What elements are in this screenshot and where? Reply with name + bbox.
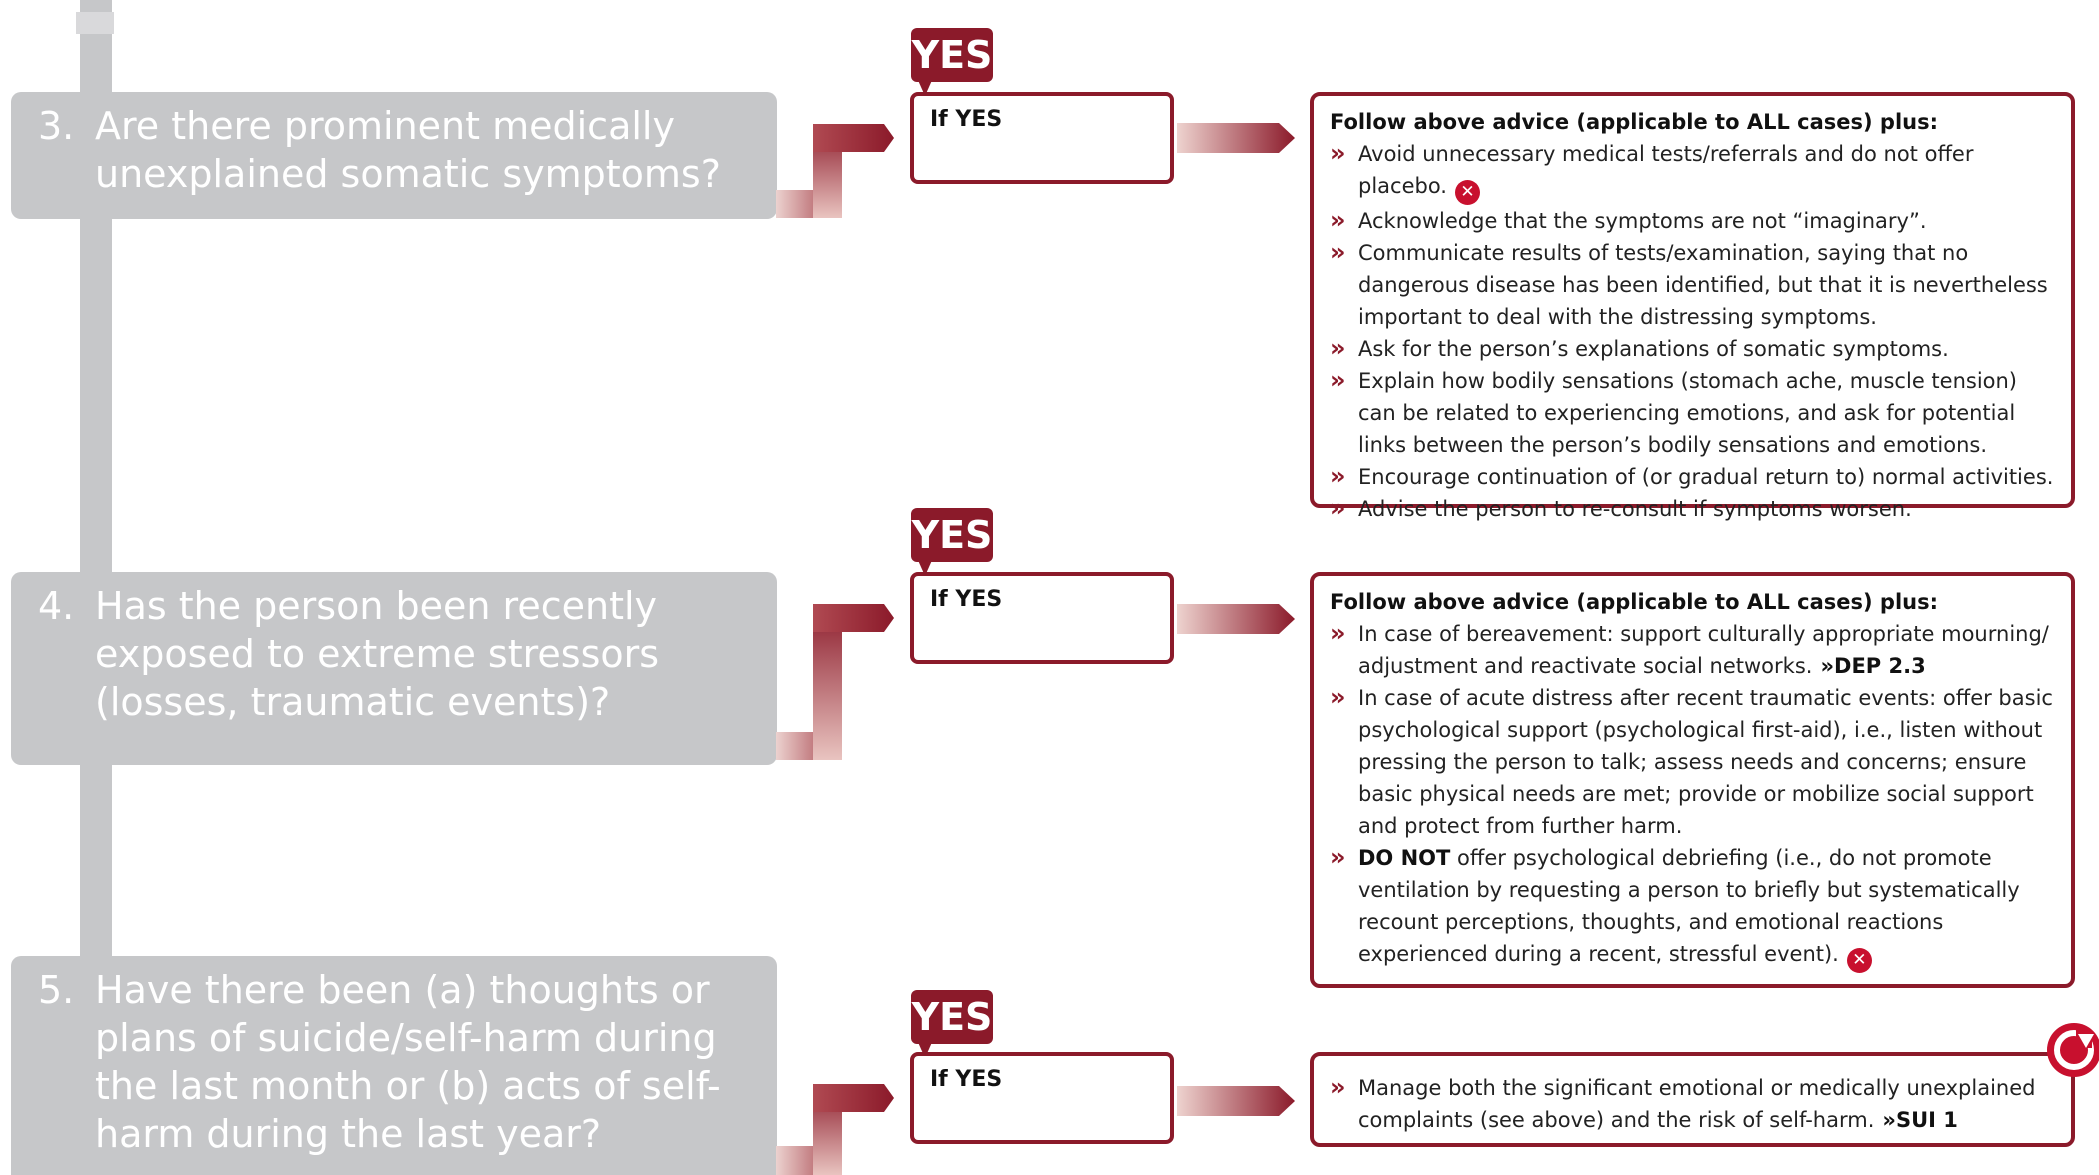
advice-5-list: » Manage both the significant emotional o… bbox=[1330, 1072, 2055, 1136]
cross-reference-dep[interactable]: »DEP 2.3 bbox=[1820, 654, 1926, 678]
yes-badge-3: YES bbox=[911, 28, 993, 96]
advice-4-item: » In case of acute distress after recent … bbox=[1330, 682, 2055, 842]
yes-badge-4-tail bbox=[917, 558, 933, 576]
question-5-text: Have there been (a) thoughts or plans of… bbox=[95, 968, 721, 1156]
cross-reference-sui[interactable]: »SUI 1 bbox=[1882, 1108, 1958, 1132]
advice-3-item: » Avoid unnecessary medical tests/referra… bbox=[1330, 138, 2055, 205]
advice-4-item-2-text: In case of acute distress after recent t… bbox=[1358, 686, 2053, 838]
double-chevron-right-icon: » bbox=[1330, 619, 1346, 647]
question-5-box: 5. Have there been (a) thoughts or plans… bbox=[11, 956, 777, 1175]
advice-4-heading: Follow above advice (applicable to ALL c… bbox=[1330, 590, 1939, 614]
advice-3-item-4-text: Ask for the person’s explanations of som… bbox=[1358, 337, 1949, 361]
question-5-connector-arrow bbox=[776, 1084, 894, 1175]
if-yes-box-5: If YES bbox=[910, 1052, 1174, 1144]
advice-4-item: » In case of bereavement: support cultura… bbox=[1330, 618, 2055, 682]
advice-3-item: » Advise the person to re-consult if symp… bbox=[1330, 493, 2055, 525]
refer-icon bbox=[2047, 1023, 2099, 1077]
advice-3-list: » Avoid unnecessary medical tests/referra… bbox=[1330, 138, 2055, 525]
double-chevron-right-icon: » bbox=[1330, 334, 1346, 362]
advice-3-item: » Encourage continuation of (or gradual r… bbox=[1330, 461, 2055, 493]
yes-badge-3-tail bbox=[917, 78, 933, 96]
advice-5-item-1-text: Manage both the significant emotional or… bbox=[1358, 1076, 2036, 1132]
do-not-icon: ✕ bbox=[1846, 948, 1872, 973]
question-3-box: 3. Are there prominent medically unexpla… bbox=[11, 92, 777, 219]
advice-3-item-5-text: Explain how bodily sensations (stomach a… bbox=[1358, 369, 2017, 457]
if-yes-5-arrow bbox=[1177, 1086, 1295, 1116]
question-3-number: 3. bbox=[38, 104, 75, 148]
question-3-text: Are there prominent medically unexplaine… bbox=[95, 104, 721, 196]
advice-5-item: » Manage both the significant emotional o… bbox=[1330, 1072, 2055, 1136]
double-chevron-right-icon: » bbox=[1330, 843, 1346, 871]
advice-box-4: Follow above advice (applicable to ALL c… bbox=[1310, 572, 2075, 988]
advice-4-item-3-text: offer psychological debriefing (i.e., do… bbox=[1358, 846, 2020, 966]
advice-3-item-2-text: Acknowledge that the symptoms are not “i… bbox=[1358, 209, 1927, 233]
question-4-connector-arrow bbox=[776, 604, 894, 760]
if-yes-box-3: If YES bbox=[910, 92, 1174, 184]
advice-box-3: Follow above advice (applicable to ALL c… bbox=[1310, 92, 2075, 522]
double-chevron-right-icon: » bbox=[1330, 238, 1346, 266]
advice-3-item: » Ask for the person’s explanations of so… bbox=[1330, 333, 2055, 365]
question-3-connector-arrow bbox=[776, 124, 894, 218]
question-4-box: 4. Has the person been recently exposed … bbox=[11, 572, 777, 765]
advice-3-item-1-text: Avoid unnecessary medical tests/referral… bbox=[1358, 142, 1974, 198]
yes-badge-5-bg bbox=[911, 990, 993, 1044]
question-4-number: 4. bbox=[38, 584, 75, 628]
advice-3-heading: Follow above advice (applicable to ALL c… bbox=[1330, 110, 1939, 134]
flow-trunk-cap bbox=[76, 12, 114, 34]
double-chevron-right-icon: » bbox=[1330, 683, 1346, 711]
yes-badge-3-bg bbox=[911, 28, 993, 82]
yes-badge-4: YES bbox=[911, 508, 993, 576]
advice-3-item-3-text: Communicate results of tests/examination… bbox=[1358, 241, 2048, 329]
yes-badge-4-label: YES bbox=[911, 513, 993, 557]
double-chevron-right-icon: » bbox=[1330, 462, 1346, 490]
advice-3-item: » Explain how bodily sensations (stomach … bbox=[1330, 365, 2055, 461]
question-5-number: 5. bbox=[38, 968, 75, 1012]
advice-4-item-3-lead: DO NOT bbox=[1358, 846, 1451, 870]
yes-badge-4-bg bbox=[911, 508, 993, 562]
if-yes-box-4: If YES bbox=[910, 572, 1174, 664]
if-yes-4-arrow bbox=[1177, 604, 1295, 634]
advice-3-item: » Communicate results of tests/examinatio… bbox=[1330, 237, 2055, 333]
if-yes-label-4: If YES bbox=[930, 587, 1003, 612]
advice-4-list: » In case of bereavement: support cultura… bbox=[1330, 618, 2055, 973]
advice-4-item-1-text: In case of bereavement: support cultural… bbox=[1358, 622, 2049, 678]
double-chevron-right-icon: » bbox=[1330, 1073, 1346, 1101]
yes-badge-3-label: YES bbox=[911, 33, 993, 77]
double-chevron-right-icon: » bbox=[1330, 139, 1346, 167]
if-yes-label-5: If YES bbox=[930, 1067, 1003, 1092]
advice-3-item-7-text: Advise the person to re-consult if sympt… bbox=[1358, 497, 1912, 521]
yes-badge-5: YES bbox=[911, 990, 993, 1058]
if-yes-3-arrow bbox=[1177, 123, 1295, 153]
double-chevron-right-icon: » bbox=[1330, 366, 1346, 394]
advice-3-item-6-text: Encourage continuation of (or gradual re… bbox=[1358, 465, 2054, 489]
double-chevron-right-icon: » bbox=[1330, 494, 1346, 522]
question-4-text: Has the person been recently exposed to … bbox=[95, 584, 660, 724]
advice-4-item: » DO NOT offer psychological debriefing (… bbox=[1330, 842, 2055, 973]
if-yes-label-3: If YES bbox=[930, 107, 1003, 132]
do-not-icon: ✕ bbox=[1454, 180, 1480, 205]
double-chevron-right-icon: » bbox=[1330, 206, 1346, 234]
advice-box-5: » Manage both the significant emotional o… bbox=[1310, 1052, 2075, 1147]
advice-3-item: » Acknowledge that the symptoms are not “… bbox=[1330, 205, 2055, 237]
yes-badge-5-label: YES bbox=[911, 995, 993, 1039]
